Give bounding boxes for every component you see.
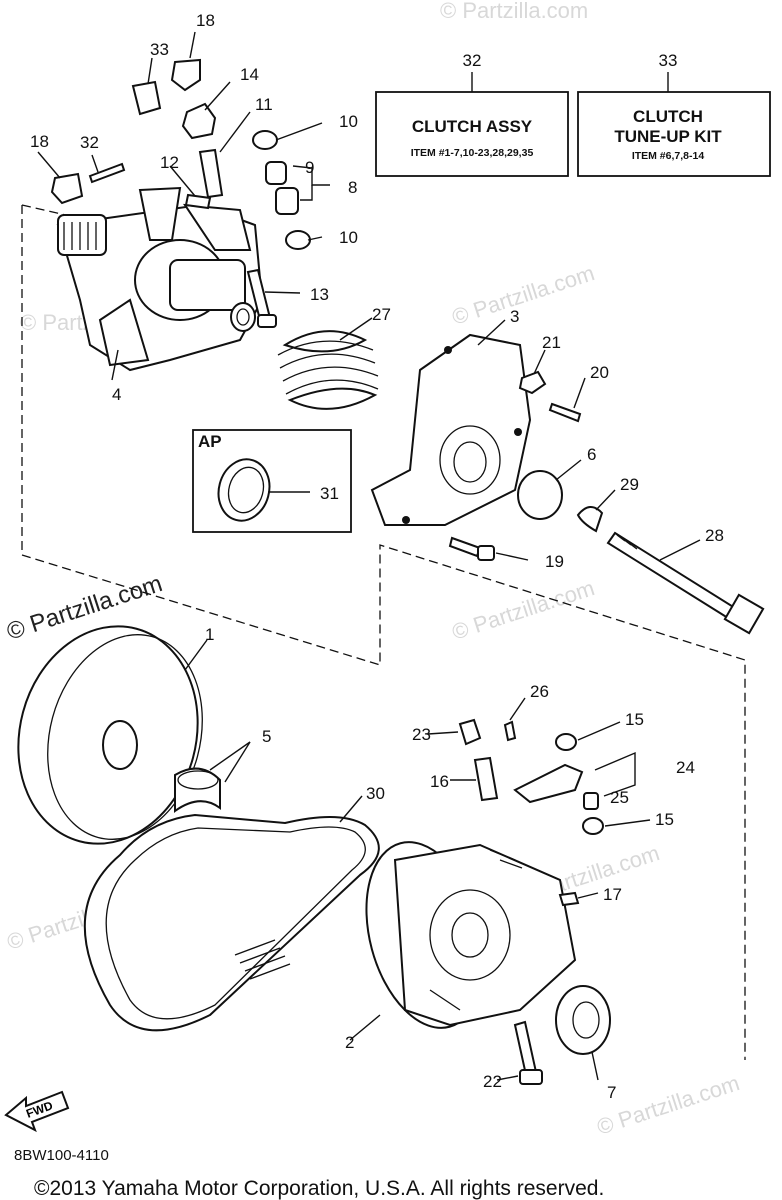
callout-32: 32 bbox=[80, 133, 99, 152]
callout-32: 32 bbox=[463, 51, 482, 70]
diagram-code: 8BW100-4110 bbox=[14, 1147, 109, 1164]
fixed-sheave bbox=[17, 625, 203, 845]
callout-30: 30 bbox=[366, 784, 385, 803]
tune-up-kit-items: ITEM #6,7,8-14 bbox=[632, 150, 705, 162]
small-parts bbox=[50, 58, 604, 1085]
callout-18: 18 bbox=[196, 11, 215, 30]
callout-23: 23 bbox=[412, 725, 431, 744]
callout-31: 31 bbox=[320, 484, 339, 503]
callout-4: 4 bbox=[112, 385, 121, 404]
tune-up-kit-box: CLUTCH TUNE-UP KIT ITEM #6,7,8-14 33 bbox=[577, 51, 771, 177]
callout-14: 14 bbox=[240, 65, 259, 84]
clutch-cover bbox=[370, 333, 532, 526]
callout-11: 11 bbox=[255, 95, 273, 114]
clutch-assy-items: ITEM #1-7,10-23,28,29,35 bbox=[411, 147, 534, 159]
callout-3: 3 bbox=[510, 307, 519, 326]
callout-13: 13 bbox=[310, 285, 329, 304]
callout-26: 26 bbox=[530, 682, 549, 701]
callout-10: 10 bbox=[339, 228, 358, 247]
tune-up-kit-title-line1: CLUTCH bbox=[633, 107, 703, 126]
callout-19: 19 bbox=[545, 552, 564, 571]
watermark: © Partzilla.com bbox=[440, 0, 588, 23]
callout-2: 2 bbox=[345, 1033, 354, 1052]
roller bbox=[555, 985, 611, 1055]
callout-18: 18 bbox=[30, 132, 49, 151]
copyright-notice: ©2013 Yamaha Motor Corporation, U.S.A. A… bbox=[34, 1177, 604, 1200]
tune-up-kit-title-line2: TUNE-UP KIT bbox=[614, 127, 722, 146]
callout-5: 5 bbox=[262, 727, 271, 746]
movable-sheave bbox=[365, 841, 577, 1029]
callout-24: 24 bbox=[676, 758, 695, 777]
drive-belt bbox=[83, 813, 380, 1032]
through-bolt bbox=[606, 531, 765, 635]
clutch-assy-box: CLUTCH ASSY ITEM #1-7,10-23,28,29,35 32 bbox=[375, 51, 569, 177]
callout-1: 1 bbox=[205, 625, 214, 644]
callout-33: 33 bbox=[659, 51, 678, 70]
callout-9: 9 bbox=[305, 158, 314, 177]
callout-22: 22 bbox=[483, 1072, 502, 1091]
leader-lines bbox=[37, 31, 701, 1081]
callout-33: 33 bbox=[150, 40, 169, 59]
callout-15: 15 bbox=[625, 710, 644, 729]
callout-8: 8 bbox=[348, 178, 357, 197]
watermark: © Partzilla.com bbox=[449, 260, 598, 330]
callout-20: 20 bbox=[590, 363, 609, 382]
callout-6: 6 bbox=[587, 445, 596, 464]
watermark: © Partzilla.com bbox=[449, 575, 598, 645]
clutch-assy-title: CLUTCH ASSY bbox=[412, 117, 533, 136]
callout-27: 27 bbox=[372, 305, 391, 324]
spring bbox=[277, 330, 379, 410]
callout-28: 28 bbox=[705, 526, 724, 545]
callout-numbers: 1234567891010111213141515161718181920212… bbox=[30, 11, 724, 1102]
ap-label: AP bbox=[198, 432, 222, 451]
watermark: © Partzilla.com bbox=[594, 1070, 743, 1140]
callout-12: 12 bbox=[160, 153, 179, 172]
callout-16: 16 bbox=[430, 772, 449, 791]
callout-21: 21 bbox=[542, 333, 561, 352]
callout-25: 25 bbox=[610, 788, 629, 807]
callout-7: 7 bbox=[607, 1083, 616, 1102]
callout-10: 10 bbox=[339, 112, 358, 131]
ap-box: AP bbox=[192, 429, 352, 533]
callout-17: 17 bbox=[603, 885, 622, 904]
callout-15: 15 bbox=[655, 810, 674, 829]
callout-29: 29 bbox=[620, 475, 639, 494]
spider-shaft-assembly bbox=[56, 186, 264, 372]
fwd-arrow-icon: FWD bbox=[4, 1090, 70, 1133]
bushing bbox=[174, 767, 221, 813]
